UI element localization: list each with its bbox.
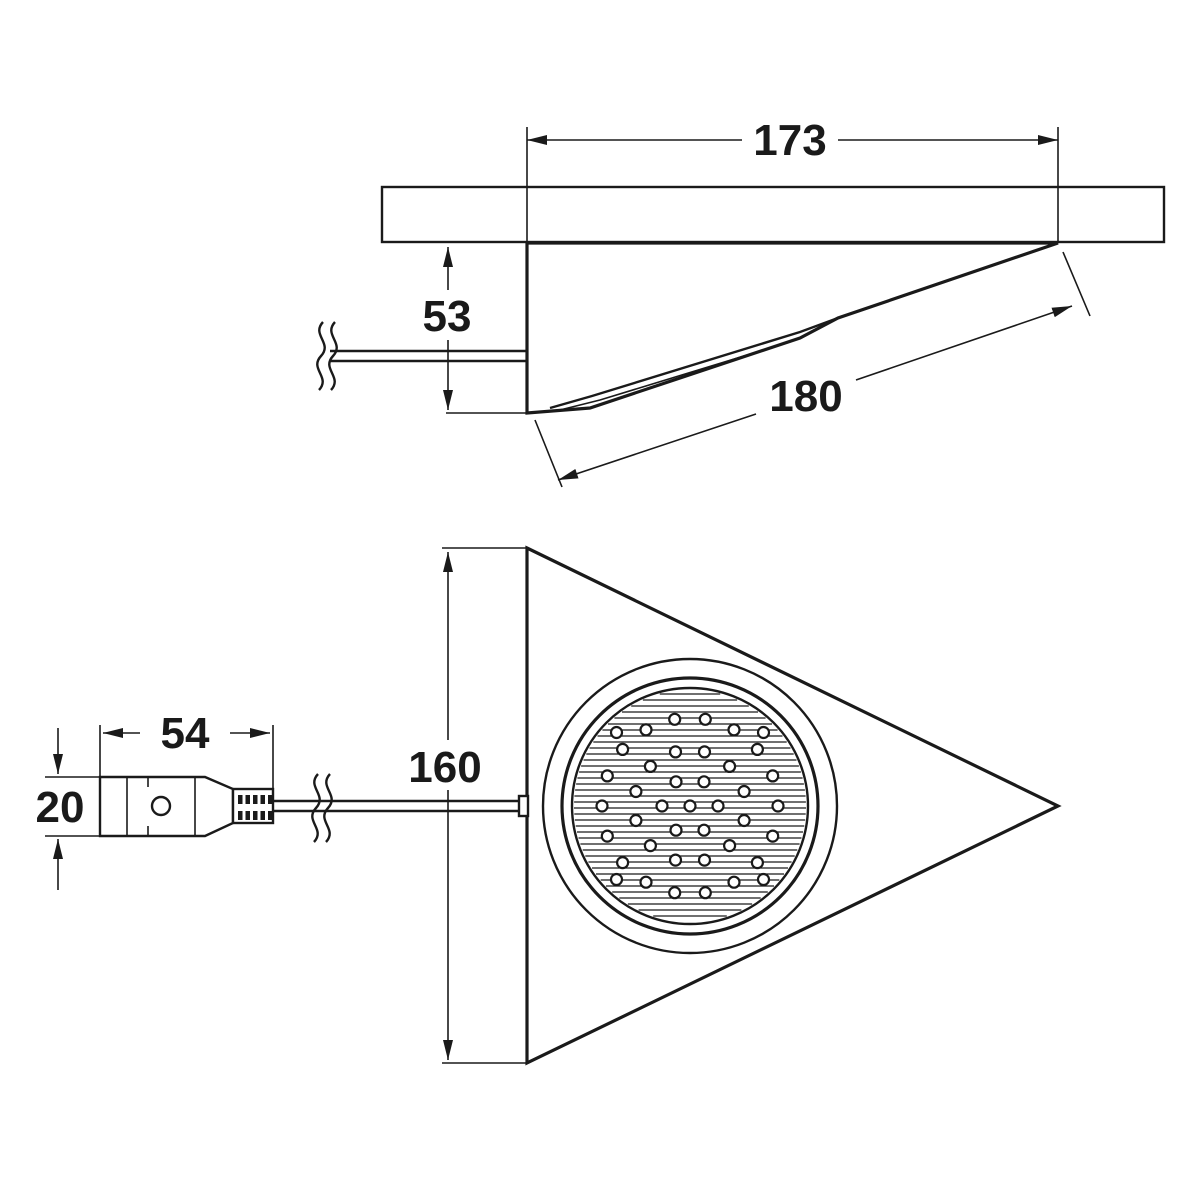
led-dot (766, 829, 780, 843)
led-dot (683, 799, 697, 813)
dimension-connector-20: 20 (36, 728, 100, 890)
strain-relief-rib (260, 811, 265, 820)
led-dot (600, 829, 614, 843)
led-dot (737, 813, 751, 828)
strain-relief-rib (238, 795, 243, 804)
led-dot (615, 855, 630, 870)
dim-label-180: 180 (769, 372, 842, 421)
led-dot (737, 784, 751, 799)
led-dot (771, 799, 785, 813)
led-dot (668, 745, 683, 759)
led-dot (727, 875, 741, 889)
dimension-slant-180: 180 (534, 251, 1091, 488)
side-view: 173 53 180 (316, 116, 1166, 488)
dim-label-160: 160 (408, 743, 481, 792)
dim-label-20: 20 (36, 783, 85, 832)
connector-hole (150, 795, 172, 817)
front-cable (272, 773, 519, 843)
led-dot (756, 872, 771, 887)
strain-relief-rib (245, 795, 250, 804)
led-dot (711, 799, 725, 813)
dimension-connector-54: 54 (99, 709, 274, 789)
strain-relief-rib (260, 795, 265, 804)
led-dot (698, 886, 712, 900)
lens-inner-ring (570, 686, 810, 926)
led-dot (669, 823, 683, 837)
led-dot (643, 838, 658, 853)
front-view: 160 54 20 (36, 545, 1062, 1066)
strain-relief-rib (268, 811, 273, 820)
strain-relief-rib (268, 795, 273, 804)
led-dot (668, 712, 682, 726)
led-dot (697, 775, 711, 789)
lens-outer-ring (541, 657, 839, 955)
strain-relief-rib (245, 811, 250, 820)
dim-label-53: 53 (423, 292, 472, 341)
led-dot (750, 855, 765, 870)
dimension-width-173: 173 (526, 116, 1059, 243)
dimension-height-53: 53 (423, 247, 527, 414)
led-dot (697, 823, 711, 837)
dim-label-54: 54 (161, 709, 210, 758)
led-dot (669, 775, 683, 789)
cabinet-shelf (380, 185, 1166, 244)
led-dot (639, 723, 653, 737)
led-array (595, 712, 785, 900)
led-dot (595, 799, 609, 813)
led-dot (609, 725, 624, 740)
led-dot (655, 799, 669, 813)
dim-label-173: 173 (753, 116, 826, 165)
led-dot (722, 759, 737, 774)
led-dot (722, 838, 737, 853)
led-dot (668, 853, 683, 867)
side-cable (316, 321, 527, 391)
strain-relief-rib (253, 795, 258, 804)
led-dot (756, 725, 771, 740)
lens-middle-ring (560, 676, 820, 936)
led-dot (766, 769, 780, 783)
led-dot (697, 853, 712, 867)
led-dot (750, 742, 765, 757)
led-dot (639, 875, 653, 889)
cable-clip (517, 794, 530, 818)
strain-relief-ribs (238, 795, 273, 820)
dimension-height-160: 160 (408, 547, 527, 1064)
led-dot (727, 723, 741, 737)
led-dot (629, 813, 643, 828)
strain-relief-rib (253, 811, 258, 820)
led-dot (698, 712, 712, 726)
led-dot (615, 742, 630, 757)
led-dot (609, 872, 624, 887)
led-dot (697, 745, 712, 759)
led-dot (668, 886, 682, 900)
led-dot (643, 759, 658, 774)
led-dot (600, 769, 614, 783)
connector-plug (98, 775, 275, 838)
strain-relief-rib (238, 811, 243, 820)
led-dot (629, 784, 643, 799)
